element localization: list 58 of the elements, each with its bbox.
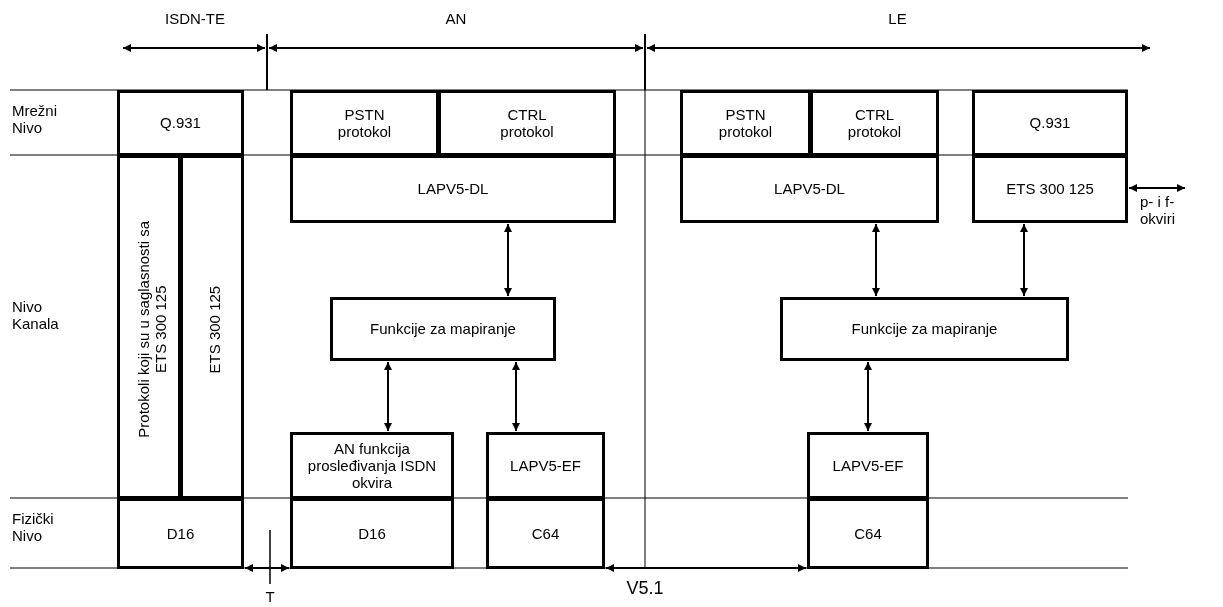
box-label: PSTN protokol — [336, 105, 393, 141]
box-label: ETS 300 125 — [1005, 180, 1095, 198]
protocol-box — [780, 297, 1069, 361]
box-label: Q.931 — [159, 114, 202, 132]
protocol-box — [680, 155, 939, 223]
arrow — [504, 223, 512, 297]
arrow — [1128, 184, 1186, 192]
box-label: D16 — [165, 524, 196, 543]
arrow — [1020, 223, 1028, 297]
box-label: AN funkcija prosleđivanja ISDN okvira — [306, 439, 438, 492]
box-label: ETS 300 125 — [206, 284, 224, 376]
text-label: AN — [444, 10, 468, 28]
box-label: LAPV5-EF — [831, 456, 905, 475]
protocol-box — [807, 498, 929, 569]
text-label: T — [264, 588, 276, 606]
protocol-box — [290, 90, 439, 156]
box-label: Q.931 — [1028, 114, 1072, 132]
box-label: Funkcije za mapiranje — [850, 320, 999, 338]
box-label: C64 — [530, 524, 561, 543]
text-label: V5.1 — [625, 578, 665, 599]
arrow — [244, 564, 290, 572]
box-label: CTRL protokol — [499, 105, 555, 141]
protocol-box — [117, 90, 244, 156]
box-label: LAPV5-DL — [416, 180, 490, 198]
box-label: LAPV5-EF — [509, 456, 582, 475]
protocol-box — [290, 432, 454, 499]
box-label: Protokoli koji su u saglasnosti sa ETS 300 125 — [134, 219, 170, 440]
box-label: LAPV5-DL — [773, 180, 846, 198]
box-label: Funkcije za mapiranje — [369, 320, 517, 338]
arrow — [512, 361, 520, 432]
text-label: LE — [887, 10, 908, 28]
protocol-box — [117, 498, 244, 569]
protocol-box — [438, 90, 616, 156]
arrow — [384, 361, 392, 432]
protocol-box — [972, 155, 1128, 223]
text-label: Fizički Nivo — [12, 510, 55, 545]
protocol-box — [810, 90, 939, 156]
protocol-box — [117, 155, 181, 499]
protocol-box — [290, 498, 454, 569]
arrow — [605, 564, 807, 572]
box-label: C64 — [853, 524, 883, 543]
protocol-box — [486, 498, 605, 569]
protocol-box — [807, 432, 929, 499]
protocol-box — [180, 155, 244, 499]
box-label: CTRL protokol — [846, 105, 903, 141]
protocol-box — [290, 155, 616, 223]
protocol-box — [330, 297, 556, 361]
box-label: PSTN protokol — [717, 105, 774, 141]
protocol-box — [972, 90, 1128, 156]
text-label: ISDN-TE — [164, 10, 226, 28]
arrow — [864, 361, 872, 432]
text-label: p- i f- okviri — [1140, 193, 1176, 228]
text-label: Nivo Kanala — [12, 298, 60, 333]
arrow — [872, 223, 880, 297]
text-label: Mrežni Nivo — [12, 102, 58, 137]
protocol-box — [680, 90, 811, 156]
protocol-box — [486, 432, 605, 499]
box-label: D16 — [357, 524, 387, 543]
